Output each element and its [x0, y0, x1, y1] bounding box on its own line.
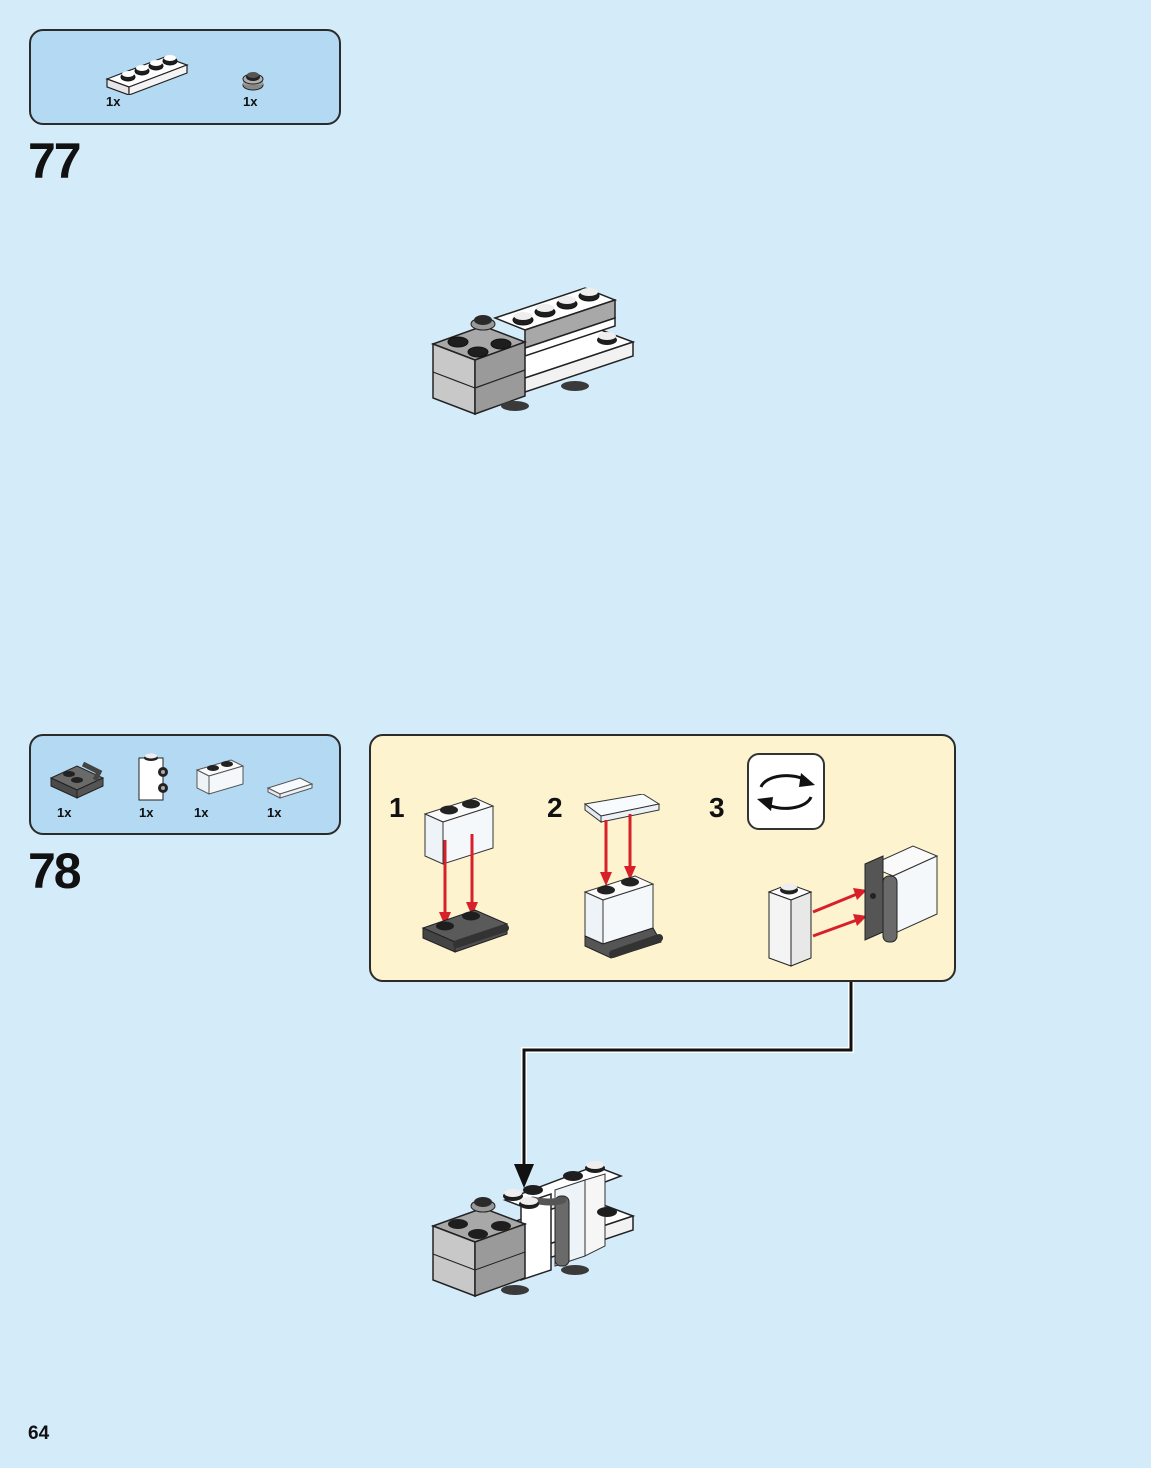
part-quantity: 1x: [139, 805, 154, 820]
substep-number-2: 2: [547, 792, 563, 823]
page-number: 64: [28, 1423, 50, 1444]
part-white-plate-1x4-icon: [103, 45, 193, 95]
part-quantity: 1x: [194, 805, 209, 820]
parts-list-step-77: 1x 1x: [29, 29, 341, 125]
rotate-model-button[interactable]: [747, 753, 825, 830]
substep-number-1: 1: [389, 792, 405, 823]
assembly-model-step-77: [425, 274, 640, 429]
part-transparent-tile-icon: [266, 776, 316, 800]
substep-3-illustration: [765, 836, 945, 977]
part-gray-round-plate-icon: [241, 69, 265, 91]
parts-list-step-78: 1x 1x 1x 1x: [29, 734, 341, 835]
assembly-model-step-78: [425, 1160, 640, 1305]
rotate-icon: [757, 773, 815, 811]
substep-callout-box: 1 2: [369, 734, 956, 982]
step-number-77: 77: [28, 133, 82, 189]
part-dark-gray-handle-plate-icon: [47, 754, 107, 800]
substep-number-3: 3: [709, 792, 725, 823]
part-quantity: 1x: [106, 94, 121, 109]
step-number-78: 78: [28, 843, 82, 899]
part-quantity: 1x: [267, 805, 282, 820]
substep-2-illustration: [581, 793, 681, 969]
part-quantity: 1x: [57, 805, 72, 820]
part-transparent-brick-1x2-icon: [195, 758, 245, 798]
part-white-brick-side-studs-icon: [137, 750, 171, 804]
substep-1-illustration: [419, 794, 519, 969]
part-quantity: 1x: [243, 94, 258, 109]
